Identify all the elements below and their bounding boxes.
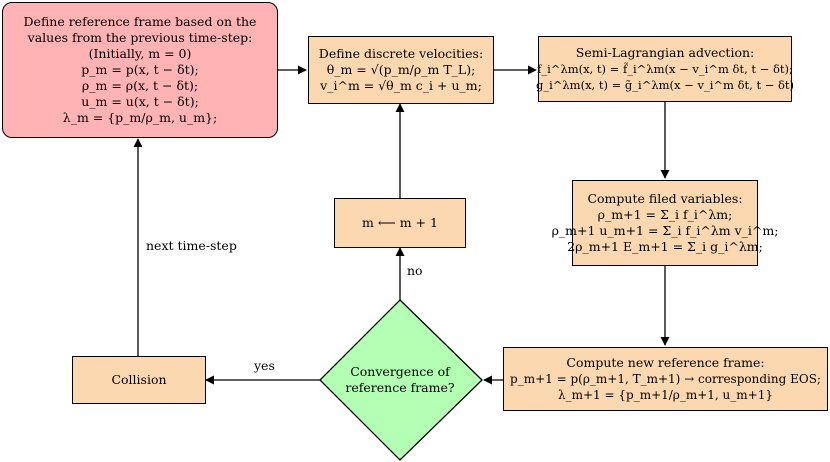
field-line-1: ρ_m+1 = Σ_i f_i^λm; — [597, 207, 733, 222]
newref-line-1: p_m+1 = p(ρ_m+1, T_m+1) → corresponding … — [510, 372, 821, 386]
ref-line-6: λ_m = {p_m/ρ_m, u_m}; — [62, 110, 218, 125]
define-reference-frame-box: Define reference frame based on the valu… — [2, 2, 278, 138]
update-m-box: m ⟵ m + 1 — [334, 198, 466, 248]
decision-line-0: Convergence of — [350, 364, 450, 379]
new-reference-frame-box: Compute new reference frame: p_m+1 = p(ρ… — [503, 347, 828, 411]
next-time-step-label: next time-step — [146, 238, 237, 253]
decision-line-1: reference frame? — [345, 380, 455, 395]
update-line-0: m ⟵ m + 1 — [362, 215, 438, 230]
decision-text: Convergence of reference frame? — [330, 364, 470, 396]
field-line-0: Compute filed variables: — [587, 191, 743, 206]
newref-line-2: λ_m+1 = {p_m+1/ρ_m+1, u_m+1} — [558, 388, 773, 402]
semi-lagrangian-advection-box: Semi-Lagrangian advection: f_i^λm(x, t) … — [535, 36, 795, 102]
adv-line-2: g_i^λm(x, t) = g̃_i^λm(x − v_i^m δt, t −… — [535, 78, 795, 92]
no-label: no — [407, 263, 423, 278]
ref-line-3: p_m = p(x, t − δt); — [81, 62, 199, 77]
newref-line-0: Compute new reference frame: — [566, 355, 765, 370]
ref-line-4: ρ_m = ρ(x, t − δt); — [81, 78, 199, 93]
adv-line-1: f_i^λm(x, t) = f̃_i^λm(x − v_i^m δt, t −… — [537, 62, 793, 76]
compute-field-variables-box: Compute filed variables: ρ_m+1 = Σ_i f_i… — [552, 180, 778, 266]
field-line-2: ρ_m+1 u_m+1 = Σ_i f_i^λm v_i^m; — [551, 223, 779, 238]
vel-line-0: Define discrete velocities: — [318, 46, 484, 61]
discrete-velocities-box: Define discrete velocities: θ_m = √(p_m/… — [308, 36, 494, 104]
collision-label: Collision — [111, 372, 167, 387]
vel-line-1: θ_m = √(p_m/ρ_m T_L); — [326, 62, 476, 77]
ref-line-1: values from the previous time-step: — [27, 30, 253, 45]
field-line-3: 2ρ_m+1 E_m+1 = Σ_i g_i^λm; — [567, 239, 763, 254]
yes-label: yes — [254, 358, 275, 373]
adv-line-0: Semi-Lagrangian advection: — [575, 45, 755, 60]
ref-line-5: u_m = u(x, t − δt); — [81, 94, 199, 109]
decision-diamond — [319, 299, 483, 461]
ref-line-2: (Initially, m = 0) — [88, 46, 192, 61]
ref-line-0: Define reference frame based on the — [23, 14, 257, 29]
collision-box: Collision — [72, 356, 206, 404]
vel-line-2: v_i^m = √θ_m c_i + u_m; — [320, 78, 482, 93]
